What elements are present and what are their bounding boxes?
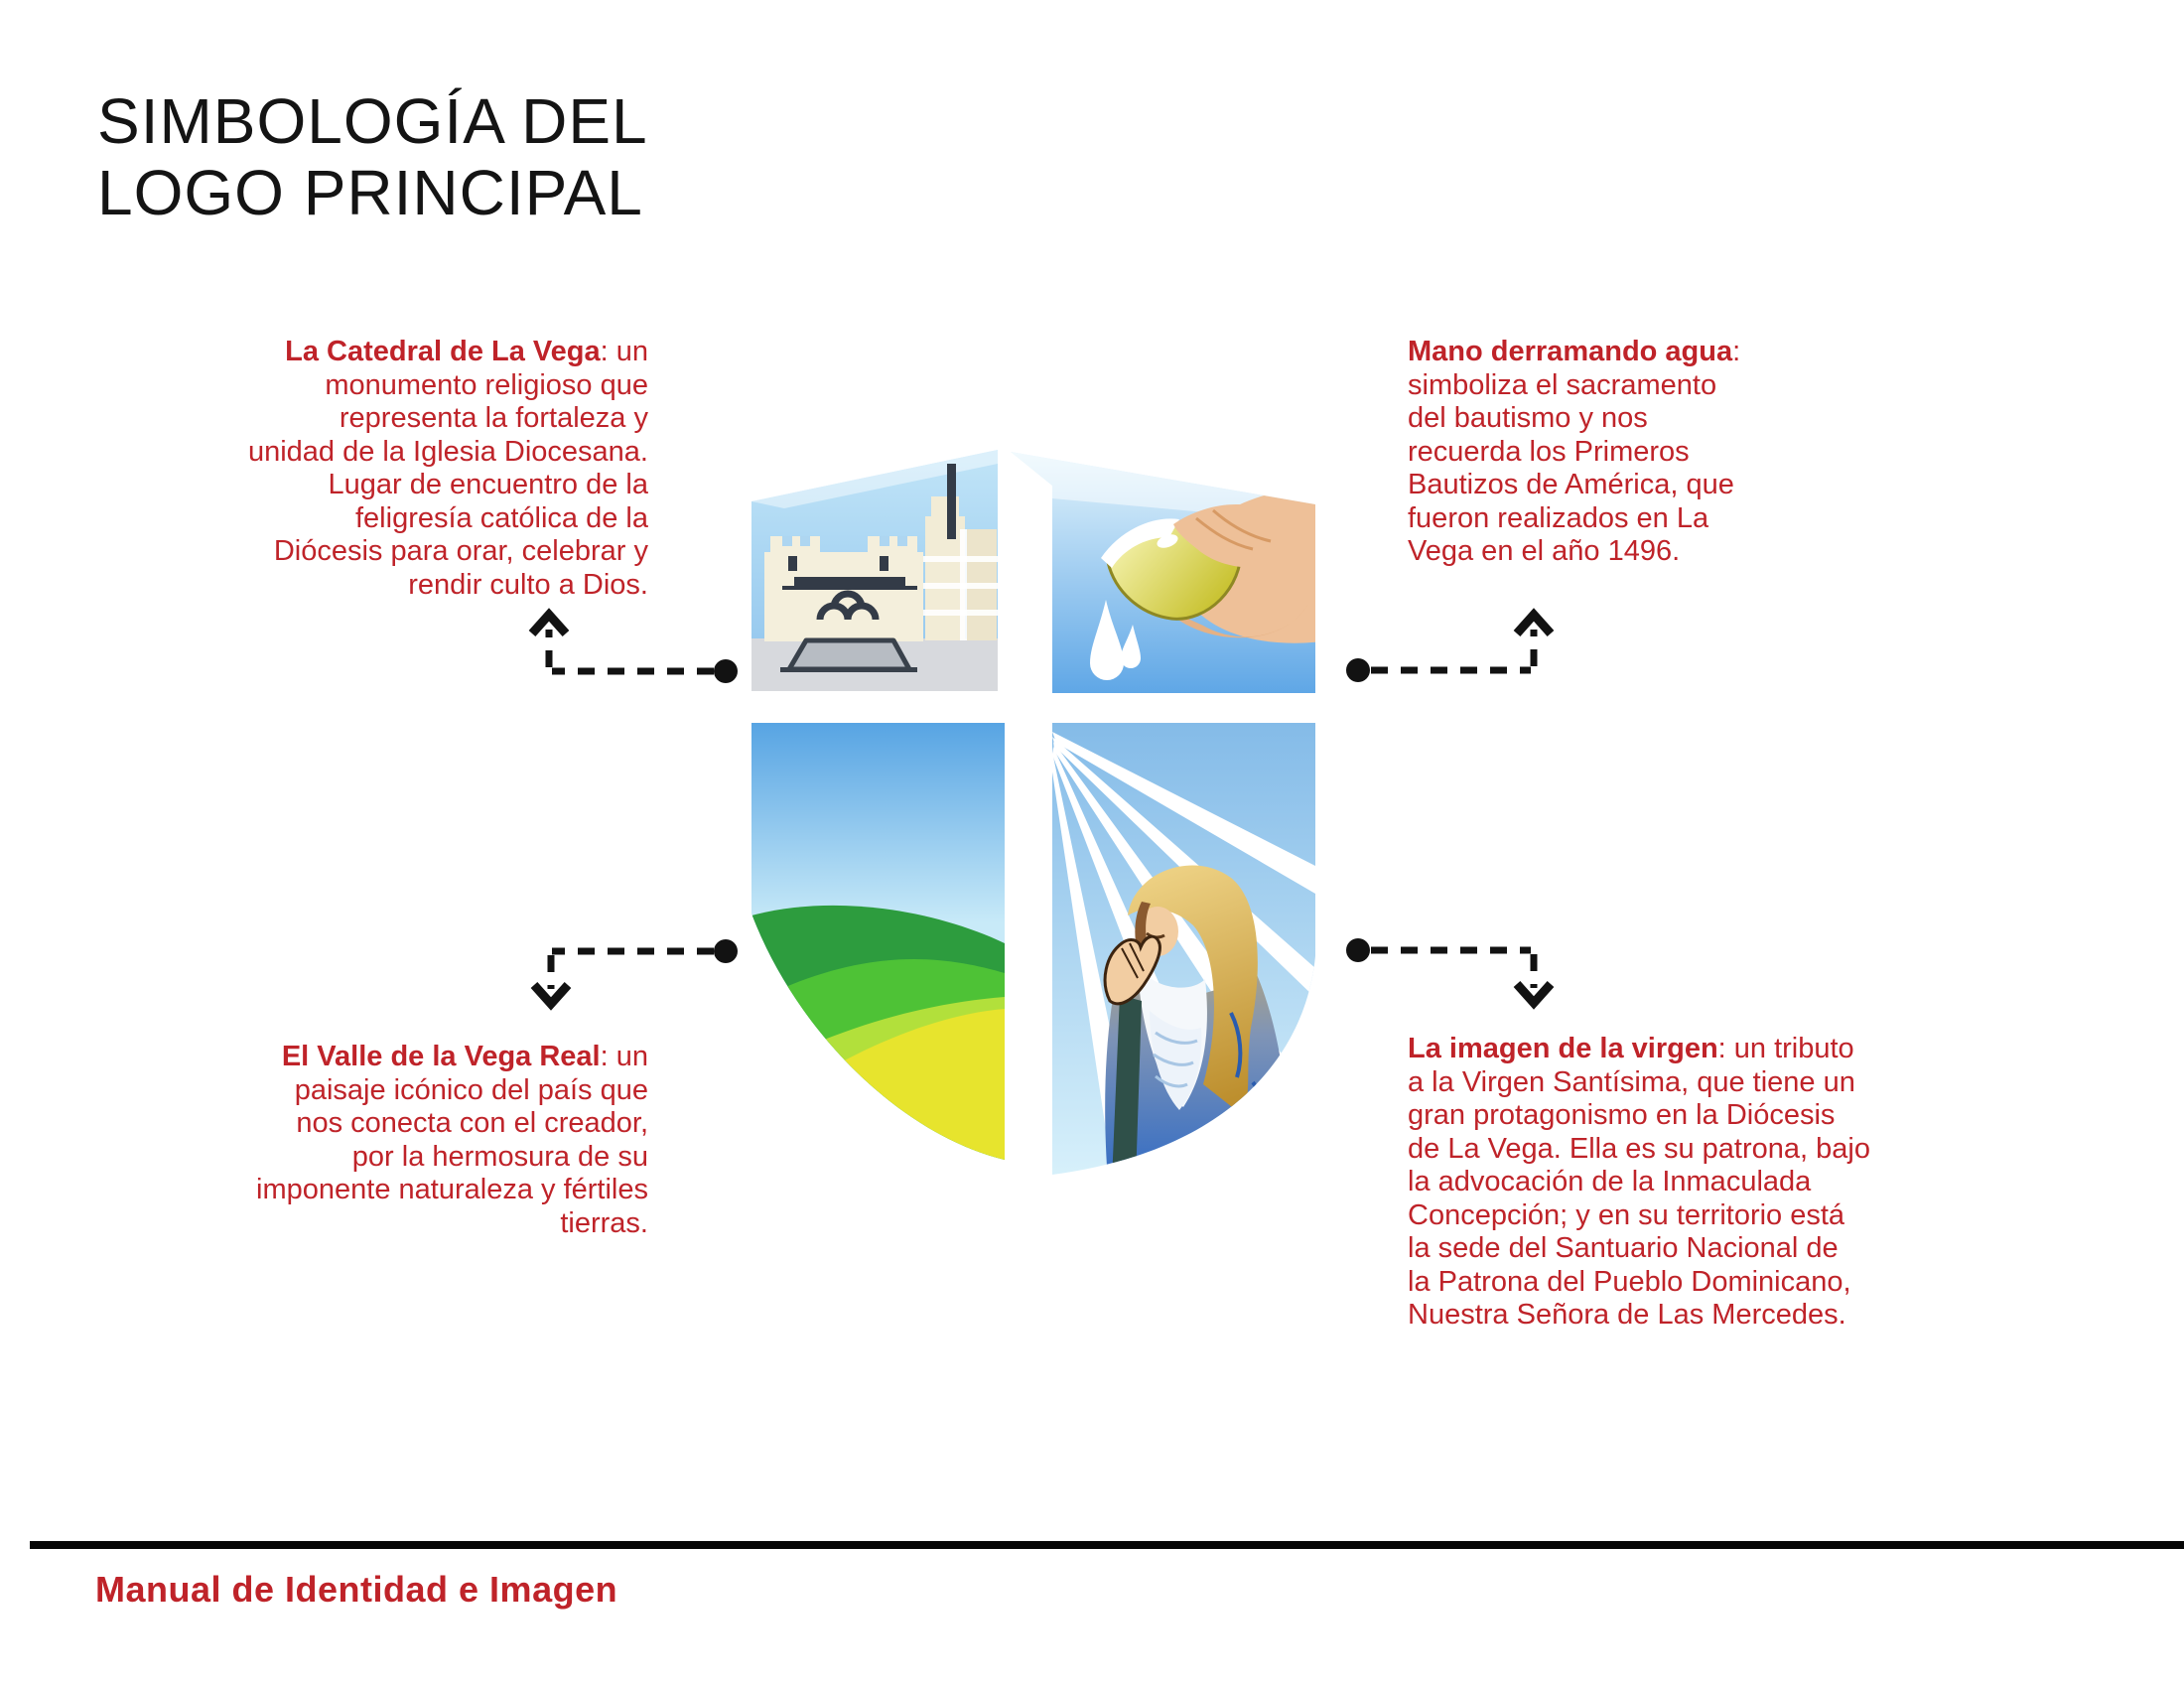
annotation-line: gran protagonismo en la Diócesis [1408, 1099, 1836, 1131]
annotation-line: la advocación de la Inmaculada [1408, 1166, 1812, 1197]
annotation-line: Mano derramando agua: [1408, 336, 1741, 367]
water-drop [1121, 625, 1141, 668]
arrow-up-icon [528, 608, 570, 637]
annotation-line: monumento religioso que [325, 368, 648, 401]
annotation-line: de La Vega. Ella es su patrona, bajo [1408, 1132, 1870, 1165]
annotation-mano-agua: Mano derramando agua:simboliza el sacram… [1408, 336, 1740, 569]
footer-divider [30, 1541, 2184, 1549]
annotation-line: Bautizos de América, que [1408, 469, 1734, 500]
cathedral-illustration [751, 450, 998, 691]
connector-lines [545, 630, 1538, 989]
page-title-line-2: LOGO PRINCIPAL [97, 157, 643, 228]
annotation-line: a la Virgen Santísima, que tiene un [1408, 1065, 1855, 1098]
valley-illustration [751, 723, 1005, 1160]
annotation-line: Concepción; y en su territorio está [1408, 1198, 1845, 1231]
annotation-line: nos conecta con el creador, [296, 1107, 648, 1139]
page-title: SIMBOLOGÍA DEL LOGO PRINCIPAL [97, 85, 648, 228]
annotation-line: la Patrona del Pueblo Dominicano, [1408, 1265, 1851, 1298]
annotation-line: unidad de la Iglesia Diocesana. [247, 435, 648, 468]
fold-highlight [751, 450, 998, 508]
annotation-line: feligresía católica de la [355, 501, 648, 534]
annotation-line: Lugar de encuentro de la [328, 469, 648, 500]
annotation-line: Diócesis para orar, celebrar y [273, 535, 648, 567]
water-drop [1090, 600, 1124, 680]
connector-arrowheads [528, 608, 1555, 1011]
annotation-line: representa la fortaleza y [339, 402, 648, 434]
connector-dot [1346, 938, 1370, 962]
arrow-down-icon [1513, 980, 1555, 1010]
page-title-line-1: SIMBOLOGÍA DEL [97, 85, 648, 157]
annotation-line: El Valle de la Vega Real: un [281, 1041, 648, 1072]
annotation-line: fueron realizados en La [1408, 501, 1709, 534]
annotation-line: por la hermosura de su [351, 1140, 648, 1173]
annotation-line: tierras. [560, 1206, 648, 1239]
annotation-line: La imagen de la virgen: un tributo [1408, 1033, 1854, 1064]
virgin-mary-illustration [1052, 723, 1315, 1175]
connector-dots [714, 658, 1370, 963]
annotation-line: simboliza el sacramento [1408, 368, 1717, 401]
annotation-line: Vega en el año 1496. [1408, 535, 1681, 567]
annotation-line: rendir culto a Dios. [408, 568, 648, 601]
hand-pouring-water-illustration [1011, 452, 1315, 693]
annotation-line: La Catedral de La Vega: un [285, 336, 648, 367]
connector-dot [714, 939, 738, 963]
footer-text: Manual de Identidad e Imagen [95, 1569, 618, 1610]
arrow-down-icon [530, 981, 572, 1011]
annotation-line: recuerda los Primeros [1408, 435, 1690, 468]
connector-dot [1346, 658, 1370, 682]
annotation-line: paisaje icónico del país que [294, 1073, 648, 1106]
annotation-line: Nuestra Señora de Las Mercedes. [1408, 1299, 1846, 1331]
connector-dot [714, 659, 738, 683]
annotation-line: la sede del Santuario Nacional de [1408, 1232, 1839, 1264]
arrow-up-icon [1513, 608, 1555, 637]
annotation-line: imponente naturaleza y fértiles [256, 1174, 648, 1205]
annotation-line: del bautismo y nos [1408, 402, 1648, 434]
